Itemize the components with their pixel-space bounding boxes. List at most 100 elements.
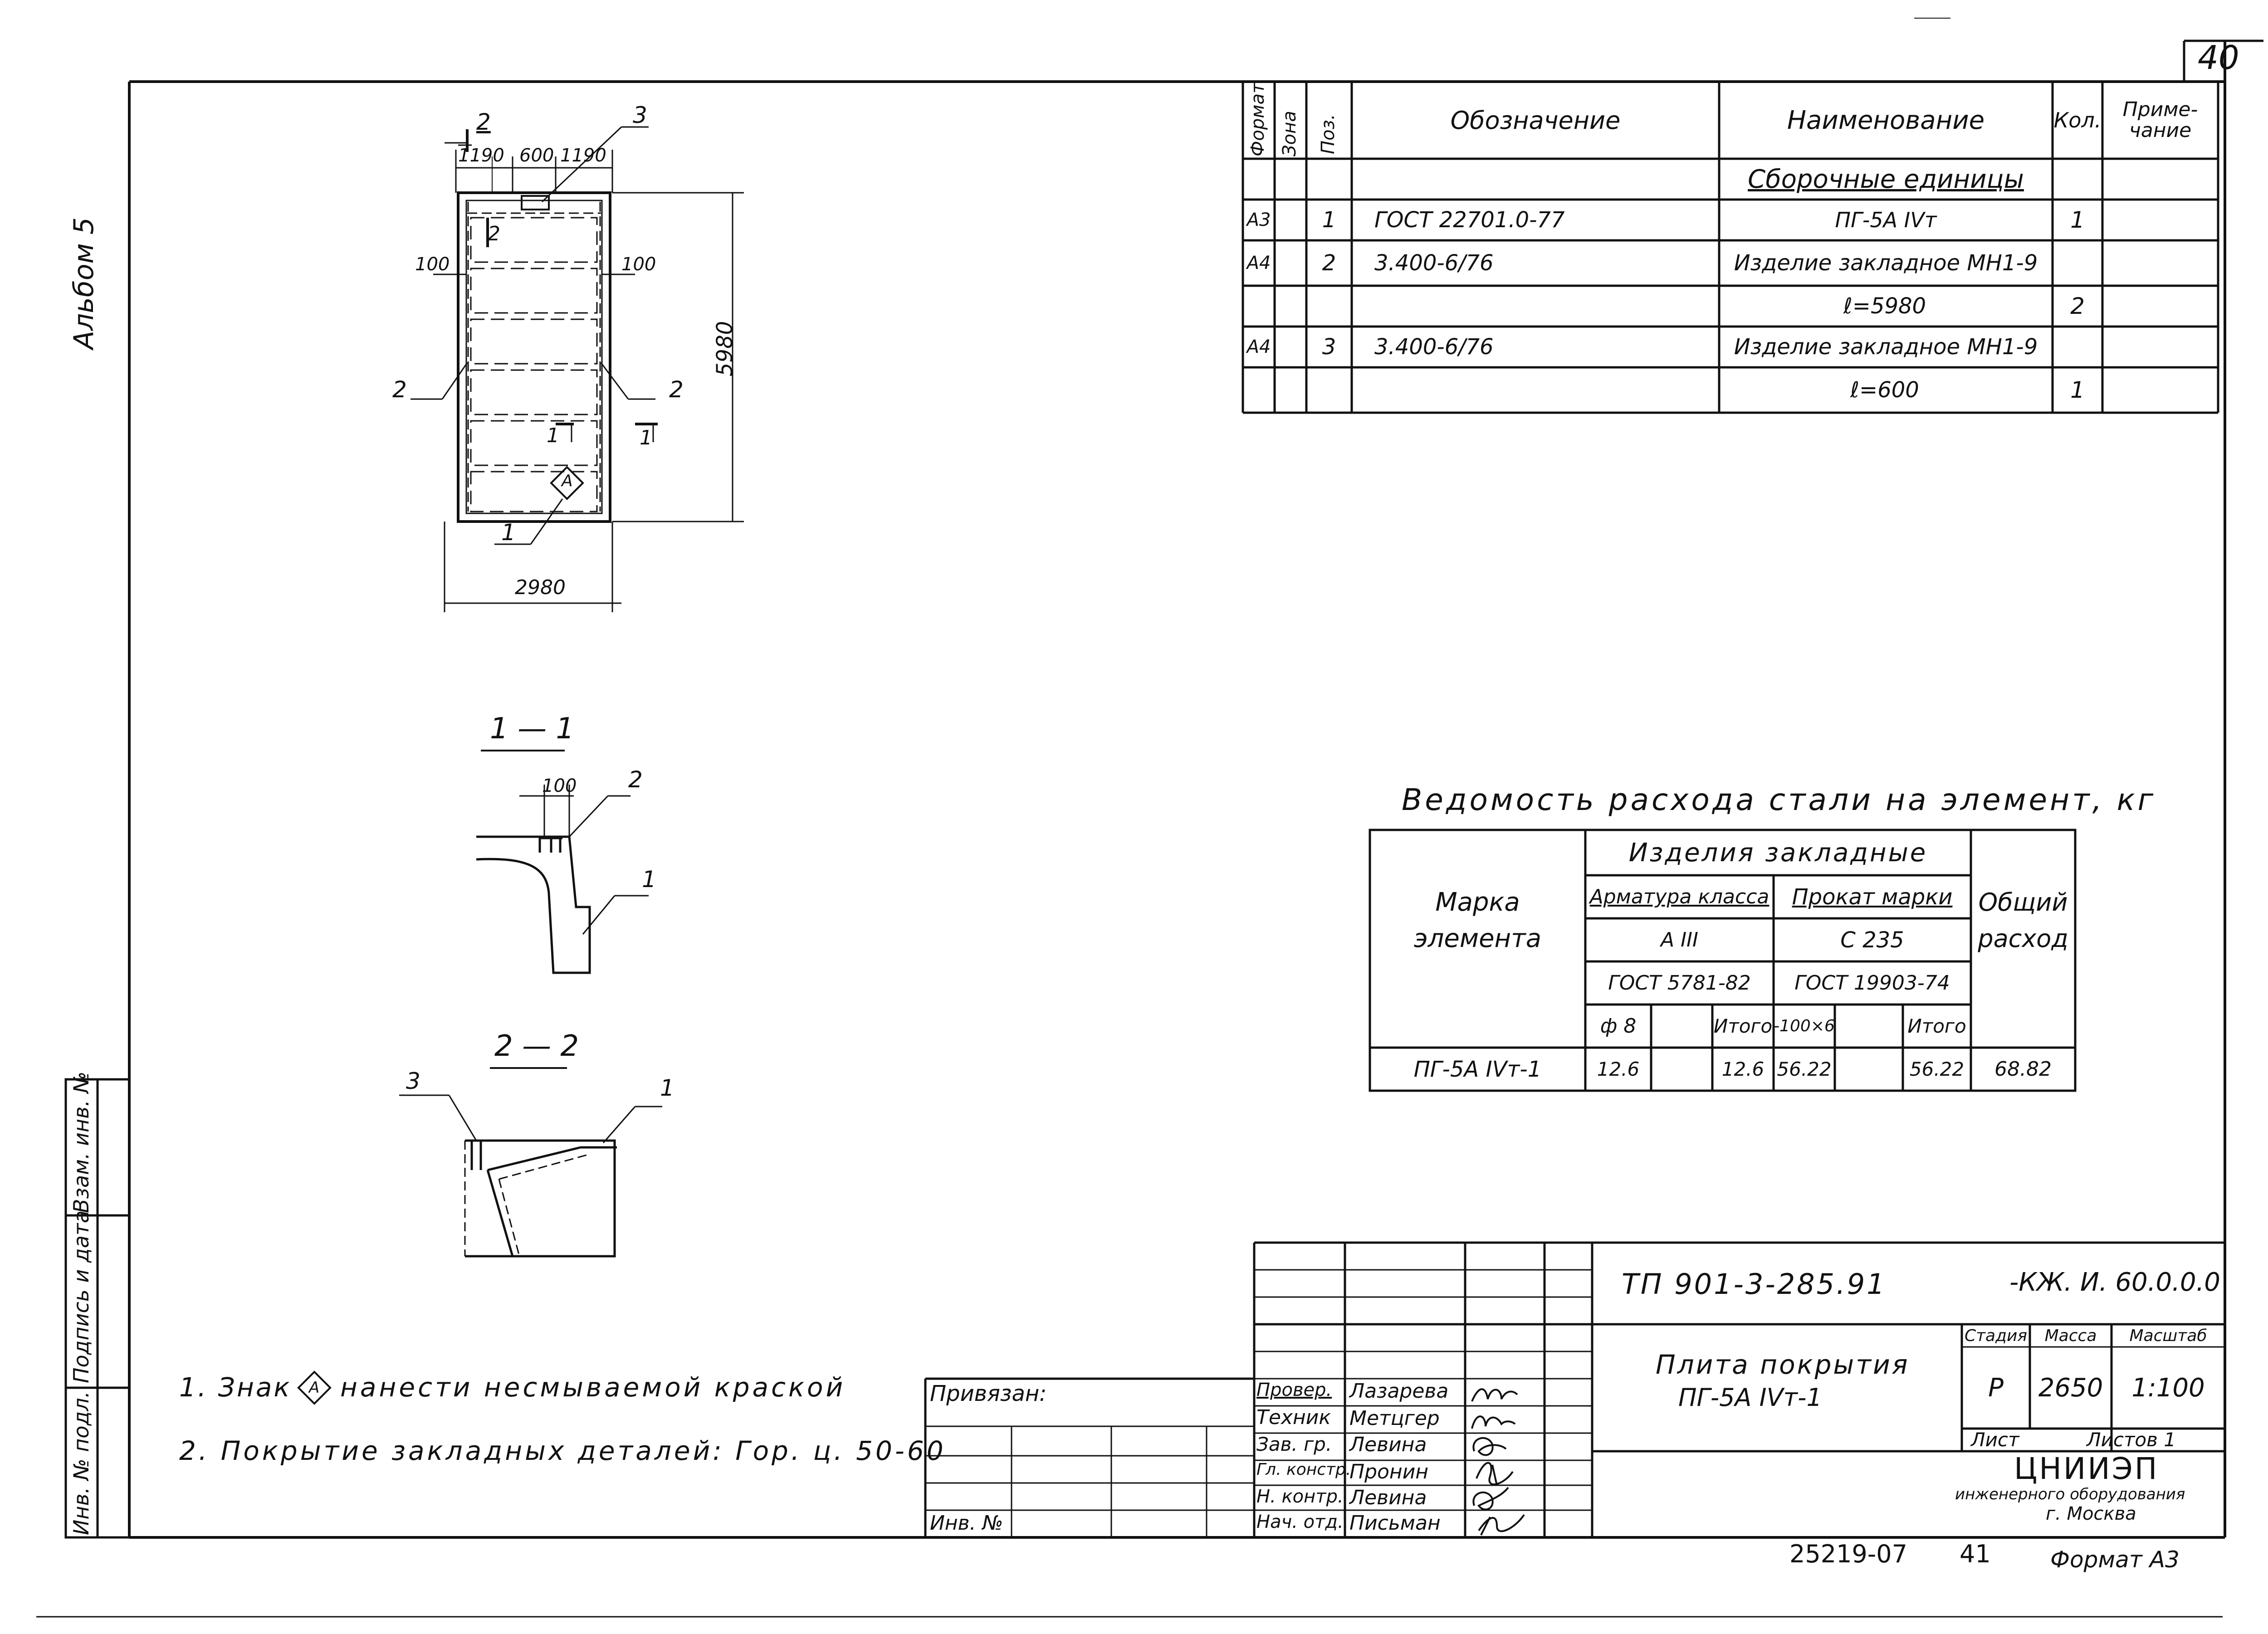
spec-row-designation: 3.400-6/76: [1374, 334, 1494, 360]
steel-row-empty-2: [1835, 1048, 1903, 1091]
spec-row-qty: [2053, 240, 2102, 286]
spec-row-pos: [1306, 286, 1352, 327]
spec-row-designation: ГОСТ 22701.0-77: [1374, 207, 1565, 233]
steel-sub-phi8: ф 8: [1600, 1015, 1637, 1038]
spec-row-qty: 1: [2070, 207, 2085, 233]
note-marker-A: А: [309, 1379, 320, 1397]
note-1-text: нанести несмываемой краской: [340, 1372, 846, 1403]
bottom-page: 41: [1960, 1540, 1991, 1568]
spec-row-designation: [1365, 367, 1719, 413]
spec-header-pos: Поз.: [1318, 114, 1339, 154]
tb-stage-label: Стадия: [1964, 1326, 2028, 1345]
spec-header-format: Формат: [1247, 83, 1268, 156]
section-2-2-title: 2 — 2: [494, 1029, 579, 1063]
steel-reinf-gost: ГОСТ 5781-82: [1608, 971, 1751, 995]
tb-mass: 2650: [2038, 1373, 2103, 1403]
plan-dim-2980: 2980: [515, 576, 566, 599]
steel-row-empty-1: [1651, 1048, 1712, 1091]
spec-section-title: Сборочные единицы: [1748, 164, 2024, 194]
steel-group: Изделия закладные: [1628, 838, 1928, 868]
note-2: 2. Покрытие закладных деталей: Гор. ц. 5…: [179, 1435, 946, 1466]
spec-header-zone: Зона: [1279, 111, 1300, 156]
section-2-2-callout-3: 3: [406, 1068, 420, 1094]
tb-stage: Р: [1988, 1373, 2004, 1403]
plan-dim-1190-right: 1190: [560, 145, 606, 166]
spec-row-qty: 1: [2070, 377, 2085, 403]
plan-dim-5980: 5980: [712, 321, 738, 376]
note-1-prefix: 1. Знак: [179, 1372, 292, 1403]
plan-callout-2-top: 2: [476, 109, 491, 135]
tb-item-title-2: ПГ-5А IVт-1: [1678, 1383, 1822, 1412]
bottom-code: 25219-07: [1789, 1540, 1907, 1568]
format-label: Формат А3: [2050, 1546, 2180, 1573]
tb-role: Провер.: [1256, 1380, 1332, 1400]
tb-sheets-label: Листов 1: [2087, 1429, 2176, 1451]
spec-row-format: А3: [1246, 210, 1271, 230]
steel-rolled: Прокат марки: [1792, 884, 1953, 910]
plan-section-2-mark: 2: [488, 222, 500, 245]
tb-role: Гл. констр.: [1256, 1460, 1351, 1479]
spec-row-pos: 3: [1322, 334, 1336, 360]
steel-reinf-class: Арматура класса: [1589, 885, 1769, 908]
spec-row-format: А4: [1246, 337, 1271, 357]
plan-marker-A: А: [562, 472, 573, 490]
spec-row-designation: 3.400-6/76: [1374, 250, 1494, 276]
tb-city: г. Москва: [2046, 1503, 2136, 1524]
side-stamp-inv-podl: Инв. № подл.: [69, 1391, 93, 1535]
plan-callout-3: 3: [633, 102, 647, 128]
tb-person: Левина: [1349, 1433, 1427, 1456]
steel-row-phi8: 12.6: [1597, 1058, 1640, 1080]
section-1-1-callout-2: 2: [628, 766, 643, 793]
spec-row-qty: 2: [2070, 293, 2085, 319]
steel-total-col: Общий расход: [1978, 888, 2068, 953]
tb-item-title-1: Плита покрытия: [1656, 1349, 1910, 1380]
spec-row-qty: [2053, 327, 2102, 367]
spec-row-format: [1243, 286, 1275, 327]
spec-header-name: Наименование: [1787, 105, 1985, 135]
tb-person: Лазарева: [1349, 1380, 1449, 1403]
spec-header-designation: Обозначение: [1450, 106, 1621, 135]
album-label: Альбом 5: [68, 217, 100, 349]
steel-sub-itogo-2: Итого: [1907, 1015, 1966, 1037]
spec-row-pos: 1: [1322, 207, 1336, 233]
tb-person: Пронин: [1349, 1460, 1429, 1483]
steel-row-size: 56.22: [1777, 1058, 1832, 1080]
tb-person: Метцгер: [1349, 1407, 1440, 1430]
tb-scale: 1:100: [2131, 1373, 2205, 1403]
steel-row-itogo-1: 12.6: [1721, 1058, 1765, 1080]
steel-row-mark: ПГ-5А IVт-1: [1413, 1056, 1542, 1082]
page-number: 40: [2198, 39, 2239, 77]
spec-row-designation: [1365, 286, 1719, 327]
spec-row-format: [1243, 367, 1275, 413]
tb-doc-suffix: -КЖ. И. 60.0.0.0: [2009, 1268, 2220, 1297]
tb-privyazan: Привязан:: [930, 1381, 1047, 1406]
spec-row-name: ПГ-5А IVт: [1835, 208, 1937, 232]
tb-org: ЦНИИЭП: [2014, 1451, 2159, 1486]
side-stamp-podpis: Подпись и дата: [69, 1210, 93, 1383]
section-1-1-title: 1 — 1: [490, 712, 575, 746]
steel-col-mark: Марка элемента: [1413, 888, 1542, 953]
section-1-1-dim-100: 100: [542, 776, 577, 796]
steel-sub-size: -100×6: [1774, 1017, 1835, 1035]
spec-row-name: ℓ=600: [1850, 377, 1919, 403]
plan-section-1-mark-a: 1: [547, 424, 559, 447]
spec-row-name: Изделие закладное МН1-9: [1734, 334, 2038, 360]
spec-header-note: Приме-чание: [2122, 98, 2198, 142]
side-stamp-vzam: Взам. инв. №: [69, 1071, 93, 1213]
tb-person: Левина: [1349, 1486, 1427, 1509]
tb-org-sub: инженерного оборудования: [1955, 1485, 2185, 1503]
section-2-2-callout-1: 1: [660, 1075, 675, 1101]
tb-role: Зав. гр.: [1256, 1433, 1332, 1455]
spec-row-name: Изделие закладное МН1-9: [1734, 250, 2038, 276]
tb-sheet-label: Лист: [1971, 1429, 2019, 1451]
plan-dim-1190-left: 1190: [458, 145, 504, 166]
plan-callout-2-left: 2: [392, 376, 407, 403]
spec-row-pos: 2: [1322, 250, 1336, 276]
spec-header-qty: Кол.: [2053, 108, 2102, 132]
tb-inv-no: Инв. №: [930, 1512, 1003, 1535]
plan-dim-100-right: 100: [621, 254, 656, 275]
plan-dim-100-left: 100: [415, 254, 450, 275]
tb-person: Письман: [1349, 1512, 1441, 1535]
steel-row-total: 68.82: [1994, 1058, 2052, 1081]
